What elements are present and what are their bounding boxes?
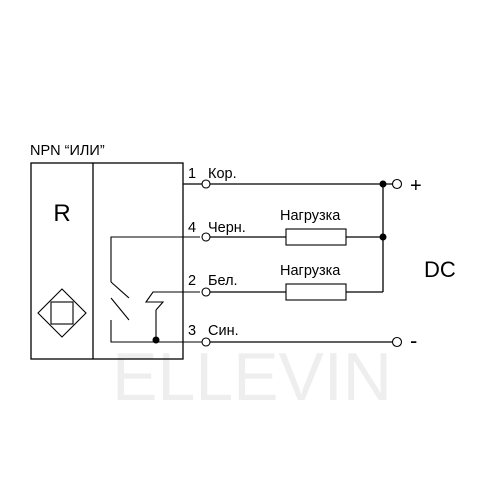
wire-2-number: 2 — [188, 273, 196, 289]
wire-1-label: Кор. — [208, 166, 237, 182]
dc-label: DC — [424, 257, 456, 282]
bus-junction-dot — [379, 233, 387, 241]
watermark: ELLEVIN — [112, 339, 392, 415]
diagram-title: NPN “ИЛИ” — [30, 143, 105, 159]
wire-4-label: Черн. — [208, 220, 246, 236]
wire-2-label: Бел. — [208, 273, 238, 289]
wire-2: 2 Бел. Нагрузка — [188, 263, 383, 301]
positive-terminal — [391, 178, 403, 190]
output-switch — [110, 236, 202, 344]
wire-3: 3 Син. — [188, 323, 392, 347]
bus-junction-dot — [379, 180, 387, 188]
positive-bus — [379, 180, 387, 292]
wire-3-number: 3 — [188, 323, 196, 339]
dc-supply: + - DC — [391, 175, 456, 353]
load-2-label: Нагрузка — [280, 263, 341, 279]
sensor-body: R — [30, 162, 184, 360]
load-1-label: Нагрузка — [280, 208, 341, 224]
negative-sign: - — [410, 328, 417, 353]
positive-sign: + — [410, 175, 422, 197]
wire-4-number: 4 — [188, 220, 196, 236]
wire-1-number: 1 — [188, 166, 196, 182]
wire-1: 1 Кор. — [183, 166, 392, 189]
load-resistor-2 — [285, 283, 347, 301]
sensor-symbol: R — [53, 200, 70, 227]
negative-terminal — [391, 336, 403, 348]
switch-junction-dot — [152, 336, 160, 344]
proximity-sensor-icon — [37, 288, 87, 338]
wire-4: 4 Черн. Нагрузка — [188, 208, 383, 246]
wire-3-label: Син. — [208, 323, 239, 339]
load-resistor-1 — [285, 228, 347, 246]
